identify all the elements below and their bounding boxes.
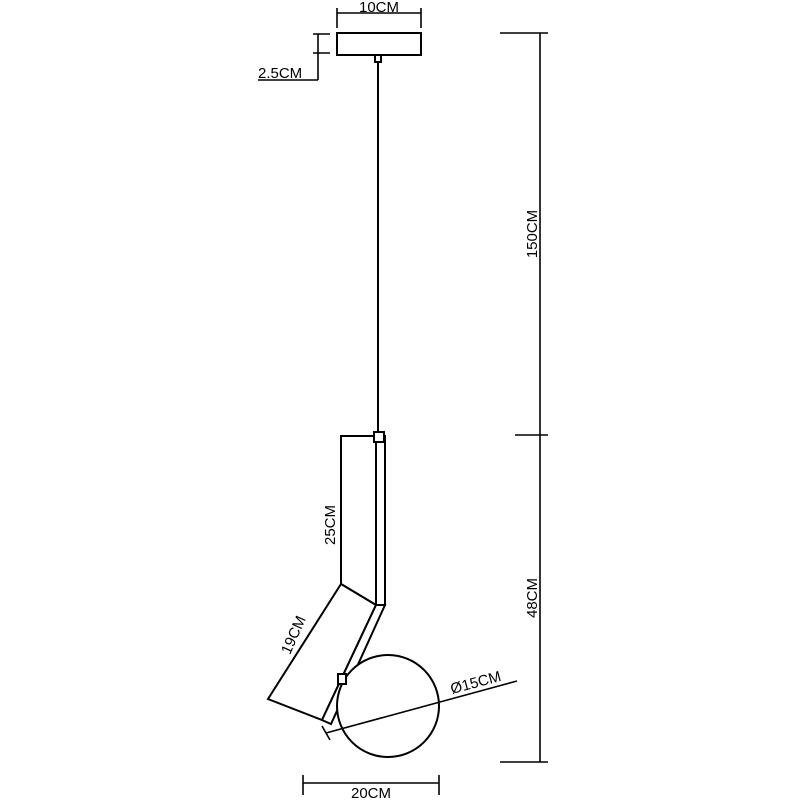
globe-holder — [337, 673, 347, 685]
arm-joint-cap — [373, 431, 385, 443]
fixture-width-label: 20CM — [351, 785, 391, 800]
cable-grip — [374, 54, 382, 63]
canopy-height-label: 2.5CM — [258, 65, 302, 82]
globe-shade — [336, 654, 440, 758]
globe-diameter-label: Ø15CM — [449, 668, 503, 698]
upper-arm-label: 25CM — [322, 505, 339, 545]
canopy-width-dimension: 10CM — [336, 0, 422, 28]
upper-arm: 25CM — [322, 431, 386, 607]
fixture-height-dimension: 48CM — [500, 435, 548, 763]
canopy-height-dimension: 2.5CM — [258, 33, 330, 82]
fixture-height-label: 48CM — [524, 578, 541, 618]
cable-length-label: 150CM — [524, 210, 541, 258]
cable-length-dimension: 150CM — [500, 32, 548, 436]
ceiling-canopy — [336, 32, 422, 56]
fixture-width-dimension: 20CM — [302, 775, 440, 800]
canopy-width-label: 10CM — [359, 0, 399, 16]
